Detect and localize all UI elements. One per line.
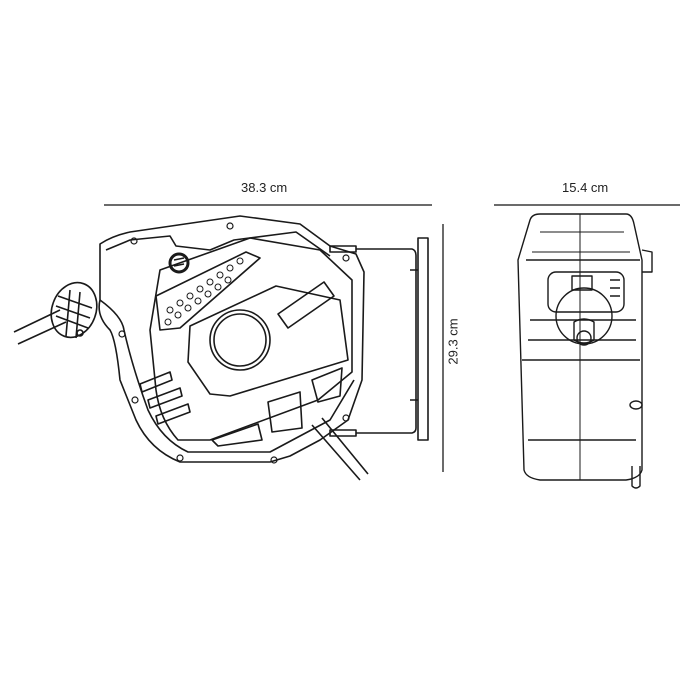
depth-dimension-line: [494, 204, 680, 206]
hose-handle-icon: [50, 281, 98, 339]
height-dimension-line: [442, 224, 444, 472]
lock-knob-icon: [168, 252, 190, 274]
depth-dimension-label: 15.4 cm: [562, 180, 609, 195]
wall-bracket: [329, 237, 429, 441]
width-dimension-label: 38.3 cm: [241, 180, 288, 195]
width-dimension-line: [104, 204, 432, 206]
vent-holes: [164, 257, 244, 326]
screw-icons: [118, 222, 350, 464]
